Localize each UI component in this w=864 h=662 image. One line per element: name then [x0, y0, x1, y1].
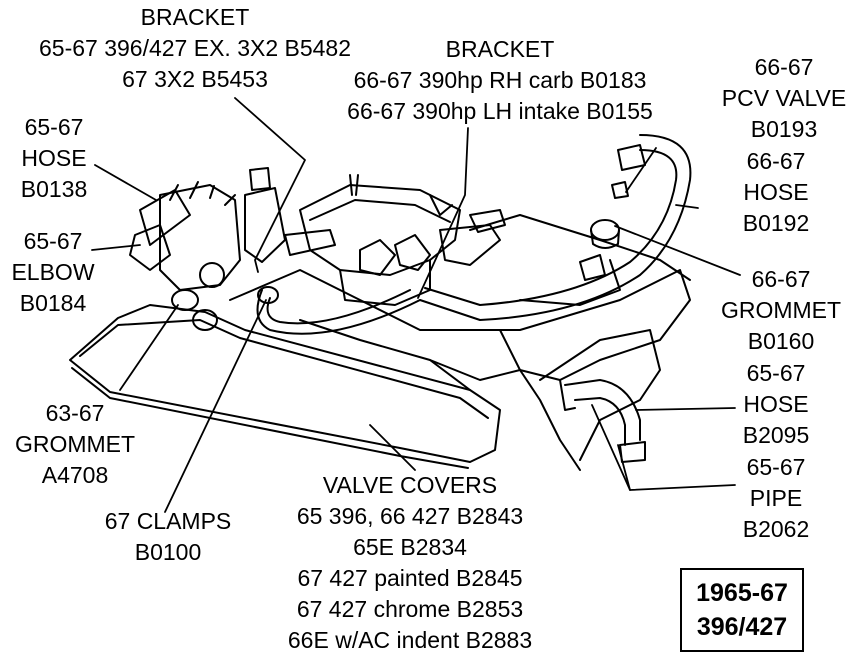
callout-line: 66-67 390hp RH carb B0183: [353, 67, 647, 93]
carburetor-drawing: [284, 174, 506, 306]
callout-bracket-exhaust: BRACKET 65-67 396/427 EX. 3X2 B5482 67 3…: [10, 2, 380, 95]
callout-line: B0138: [20, 176, 88, 202]
valve-cover-drawing: [69, 304, 501, 469]
callout-title: PIPE: [749, 485, 803, 511]
callout-title: 67 CLAMPS: [104, 508, 232, 534]
callout-hose-b0138: 65-67 HOSE B0138: [8, 112, 100, 205]
callout-valve-covers: VALVE COVERS 65 396, 66 427 B2843 65E B2…: [260, 470, 560, 656]
callout-line: 67 3X2 B5453: [122, 66, 268, 92]
year-engine-badge: 1965-67 396/427: [680, 568, 804, 652]
callout-line: A4708: [41, 462, 109, 488]
distributor-drawing: [129, 181, 241, 291]
callout-line: 66-67 390hp LH intake B0155: [347, 98, 653, 124]
callout-title: GROMMET: [720, 297, 842, 323]
callout-title: VALVE COVERS: [322, 472, 498, 498]
pcv-hose-drawing: [419, 134, 692, 321]
callout-line: B0192: [742, 210, 810, 236]
callout-line: 65-67: [746, 360, 806, 386]
callout-hose-b2095: 65-67 HOSE B2095: [730, 358, 822, 451]
callout-title: HOSE: [743, 391, 809, 417]
callout-line: 65 396, 66 427 B2843: [296, 503, 524, 529]
callout-pcv-valve: 66-67 PCV VALVE B0193: [706, 52, 862, 145]
callout-grommet-a4708: 63-67 GROMMET A4708: [0, 398, 150, 491]
callout-title: PCV VALVE: [721, 85, 847, 111]
callout-line: 66-67: [746, 148, 806, 174]
callout-line: 66-67: [754, 54, 814, 80]
callout-line: 67 427 chrome B2853: [296, 596, 524, 622]
callout-pipe-b2062: 65-67 PIPE B2062: [730, 452, 822, 545]
callout-clamps-b0100: 67 CLAMPS B0100: [84, 506, 252, 568]
callout-line: B0184: [19, 290, 87, 316]
pipe-assembly-drawing: [559, 379, 646, 463]
callout-elbow-b0184: 65-67 ELBOW B0184: [2, 226, 104, 319]
callout-line: B2062: [742, 516, 810, 542]
callout-title: BRACKET: [445, 36, 555, 62]
callout-title: HOSE: [21, 145, 87, 171]
callout-title: GROMMET: [14, 431, 136, 457]
leader-lines: [91, 97, 741, 513]
engine-block-drawing: [229, 214, 691, 471]
callout-line: B0160: [747, 328, 815, 354]
callout-title: HOSE: [743, 179, 809, 205]
callout-line: B0100: [134, 539, 202, 565]
callout-line: 65-67 396/427 EX. 3X2 B5482: [38, 35, 352, 61]
callout-line: 65-67: [746, 454, 806, 480]
badge-engines: 396/427: [696, 613, 788, 641]
callout-line: B2095: [742, 422, 810, 448]
callout-line: B0193: [750, 116, 818, 142]
callout-line: 66-67: [751, 266, 811, 292]
callout-line: 63-67: [45, 400, 105, 426]
callout-line: 65-67: [24, 114, 84, 140]
breather-tube-drawing: [256, 289, 421, 335]
callout-hose-b0192: 66-67 HOSE B0192: [730, 146, 822, 239]
callout-grommet-b0160: 66-67 GROMMET B0160: [706, 264, 856, 357]
badge-years: 1965-67: [696, 579, 788, 607]
callout-title: ELBOW: [11, 259, 95, 285]
callout-line: 67 427 painted B2845: [297, 565, 523, 591]
callout-bracket-carb: BRACKET 66-67 390hp RH carb B0183 66-67 …: [316, 34, 684, 127]
callout-line: 65E B2834: [353, 534, 467, 560]
callout-title: BRACKET: [140, 4, 250, 30]
callout-line: 66E w/AC indent B2883: [287, 627, 533, 653]
callout-line: 65-67: [23, 228, 83, 254]
